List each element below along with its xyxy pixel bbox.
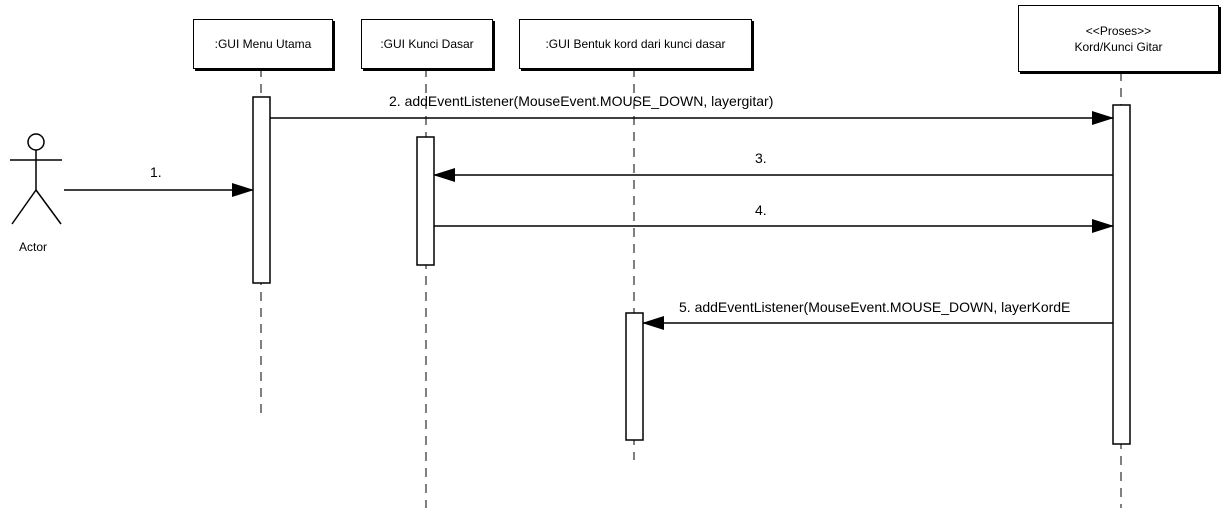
lifeline-box-gui-bentuk-kord: :GUI Bentuk kord dari kunci dasar [519, 19, 752, 69]
activation-gui-menu-utama [252, 96, 271, 284]
lifeline-label: :GUI Kunci Dasar [380, 37, 474, 51]
lifeline-label: :GUI Menu Utama [214, 37, 312, 51]
message-5-label: 5. addEventListener(MouseEvent.MOUSE_DOW… [679, 299, 1071, 315]
lifeline-label: :GUI Bentuk kord dari kunci dasar [545, 37, 726, 51]
lifeline-box-proses-kord: <<Proses>> Kord/Kunci Gitar [1018, 5, 1219, 72]
lifeline-label: Kord/Kunci Gitar [1074, 39, 1163, 54]
message-3-label: 3. [755, 150, 767, 166]
message-2-label: 2. addEventListener(MouseEvent.MOUSE_DOW… [389, 93, 774, 109]
lifeline-stereotype: <<Proses>> [1085, 23, 1152, 38]
activation-gui-kunci-dasar [416, 136, 435, 266]
activation-proses-kord [1112, 104, 1131, 445]
lifeline-box-gui-menu-utama: :GUI Menu Utama [193, 19, 333, 69]
message-1-label: 1. [150, 164, 162, 180]
message-4-label: 4. [755, 202, 767, 218]
activation-gui-bentuk-kord [625, 312, 644, 441]
actor-figure [10, 133, 62, 225]
lifeline-box-gui-kunci-dasar: :GUI Kunci Dasar [361, 19, 493, 69]
actor-label: Actor [19, 240, 48, 254]
